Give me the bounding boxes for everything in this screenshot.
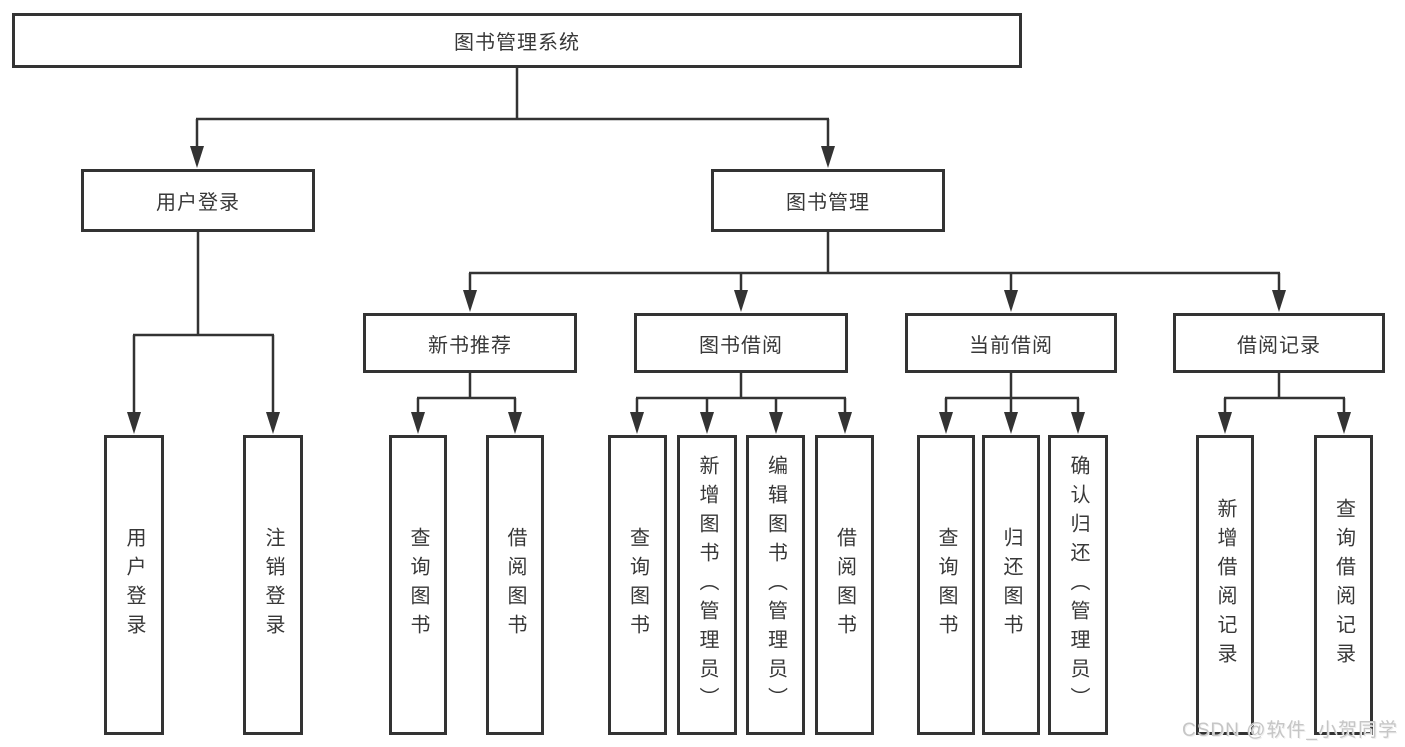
csdn-watermark: CSDN @软件_小贺同学 (1182, 720, 1398, 741)
leaf-label: 编辑图书（管理员） (764, 454, 787, 716)
leaf-logout: 注销登录 (243, 435, 303, 735)
arrowhead-icons (127, 146, 1351, 434)
leaf-query-books-recommend: 查询图书 (389, 435, 447, 735)
node-user-login: 用户登录 (81, 169, 315, 232)
leaf-label: 借阅图书 (833, 527, 856, 643)
leaf-label: 查询图书 (935, 527, 957, 643)
leaf-label: 确认归还（管理员） (1067, 454, 1089, 716)
node-borrowing-records: 借阅记录 (1173, 313, 1385, 373)
leaf-edit-book-admin: 编辑图书（管理员） (746, 435, 805, 735)
leaf-user-login: 用户登录 (104, 435, 164, 735)
leaf-borrow-books-borrowing: 借阅图书 (815, 435, 874, 735)
leaf-query-books-current: 查询图书 (917, 435, 975, 735)
leaf-label: 查询借阅记录 (1332, 498, 1355, 672)
node-current-borrowing: 当前借阅 (905, 313, 1117, 373)
leaf-label: 新增图书（管理员） (696, 454, 718, 716)
node-book-borrowing: 图书借阅 (634, 313, 848, 373)
node-book-management: 图书管理 (711, 169, 945, 232)
leaf-return-books: 归还图书 (982, 435, 1040, 735)
leaf-label: 注销登录 (262, 527, 284, 643)
leaf-label: 借阅图书 (504, 527, 526, 643)
leaf-label: 归还图书 (1000, 527, 1022, 643)
leaf-borrow-books-recommend: 借阅图书 (486, 435, 544, 735)
leaf-add-book-admin: 新增图书（管理员） (677, 435, 737, 735)
leaf-label: 查询图书 (626, 527, 649, 643)
leaf-label: 新增借阅记录 (1214, 498, 1236, 672)
leaf-confirm-return-admin: 确认归还（管理员） (1048, 435, 1108, 735)
leaf-add-borrow-record: 新增借阅记录 (1196, 435, 1254, 735)
connector-paths (132, 68, 1346, 418)
leaf-label: 用户登录 (123, 527, 145, 643)
leaf-query-borrow-record: 查询借阅记录 (1314, 435, 1373, 735)
node-library-management-system: 图书管理系统 (12, 13, 1022, 68)
leaf-query-books-borrowing: 查询图书 (608, 435, 667, 735)
node-new-book-recommend: 新书推荐 (363, 313, 577, 373)
leaf-label: 查询图书 (407, 527, 429, 643)
